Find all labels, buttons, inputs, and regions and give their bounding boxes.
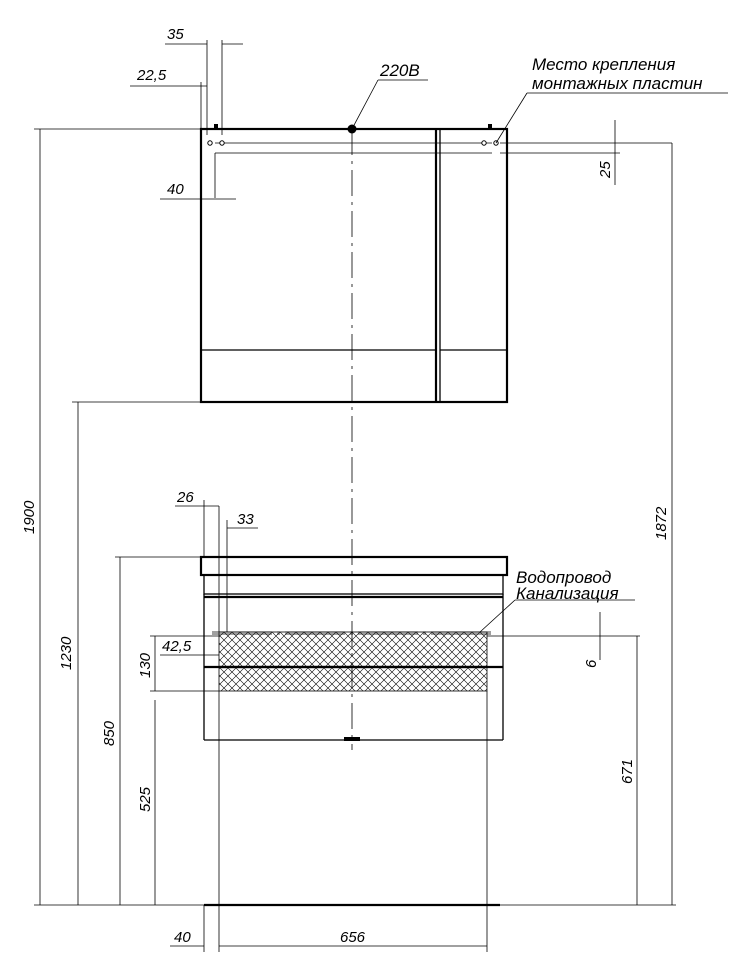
dim-850: 850 (101, 720, 118, 746)
dim-1900-lines (34, 128, 204, 906)
dim-33: 33 (237, 511, 254, 528)
mount-hole-icon (219, 140, 225, 146)
top-left-dims (130, 40, 243, 200)
vanity-top-dims (175, 500, 258, 557)
dim-6: 6 (583, 659, 600, 668)
dim-40-bottom: 40 (174, 929, 191, 946)
dim-850-lines (115, 556, 201, 905)
dim-25: 25 (597, 161, 614, 179)
mount-hole-icon (207, 140, 213, 146)
dim-35: 35 (167, 26, 184, 43)
dim-42-5: 42,5 (162, 638, 192, 655)
service-zone-hatch (218, 631, 488, 692)
mirror-cabinet (199, 124, 509, 404)
dim-40-top: 40 (167, 181, 184, 198)
label-mounting-line2: монтажных пластин (532, 74, 703, 93)
label-power-220v: 220В (379, 61, 420, 80)
label-water: Водопровод (516, 568, 611, 587)
dim-right-lines (487, 612, 640, 905)
dim-1900: 1900 (21, 500, 38, 534)
label-mounting-line1: Место крепления (532, 55, 675, 74)
dim-525: 525 (137, 786, 154, 812)
mount-hole-icon (481, 140, 487, 146)
dim-656: 656 (340, 929, 366, 946)
dim-25-lines (500, 120, 672, 185)
dim-1230-lines (72, 401, 201, 905)
dim-671: 671 (619, 759, 636, 784)
dim-130-lines (150, 635, 219, 692)
bottom-dims (170, 691, 488, 952)
dim-130: 130 (137, 652, 154, 678)
label-sewer: Канализация (516, 584, 619, 603)
vanity-cabinet (199, 520, 509, 741)
dim-26: 26 (176, 489, 194, 506)
dim-1872-lines (500, 143, 676, 906)
dim-1872: 1872 (653, 506, 670, 540)
dim-22-5: 22,5 (136, 67, 167, 84)
dim-1230: 1230 (58, 636, 75, 670)
